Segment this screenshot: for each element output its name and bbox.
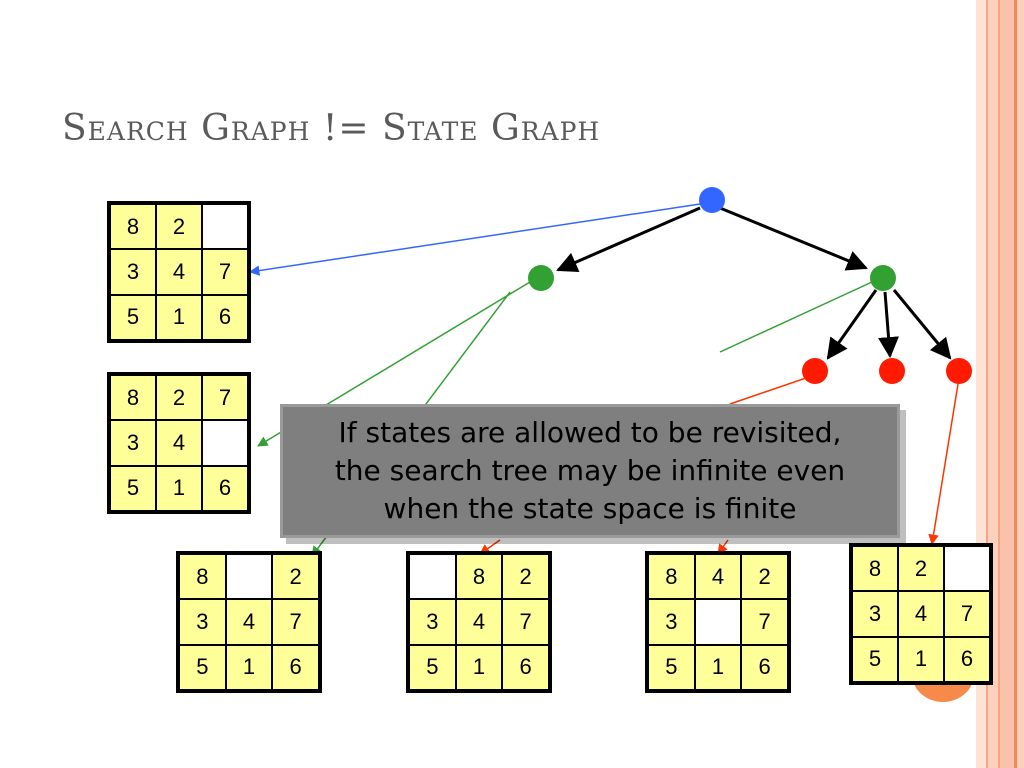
callout-line-1: If states are allowed to be revisited,	[338, 416, 842, 449]
map-edge-root	[248, 203, 701, 276]
puzzle-tile: 5	[649, 645, 694, 689]
puzzle-tile: 1	[157, 466, 201, 510]
puzzle-tile: 3	[180, 600, 225, 644]
puzzle-tile: 1	[899, 637, 943, 681]
puzzle-tile: 2	[157, 205, 201, 249]
puzzle-tile: 5	[111, 295, 155, 339]
puzzle-tile: 2	[503, 555, 548, 599]
level2-node-1	[802, 358, 828, 384]
puzzle-tile: 5	[410, 645, 455, 689]
puzzle-tile: 7	[503, 600, 548, 644]
puzzle-tile: 7	[203, 250, 247, 294]
puzzle-tile: 8	[853, 547, 897, 591]
puzzle-tile: 5	[180, 645, 225, 689]
puzzle-tile: 4	[899, 592, 943, 636]
puzzle-tile: 3	[649, 600, 694, 644]
puzzle-tile: 1	[695, 645, 741, 689]
puzzle-blank-cell	[945, 547, 989, 591]
puzzle-tile: 7	[945, 592, 989, 636]
puzzle-tile: 8	[111, 376, 155, 420]
level1-node-right	[870, 265, 896, 291]
puzzle-tile: 5	[853, 637, 897, 681]
root-node	[699, 187, 725, 213]
puzzle-tile: 1	[226, 645, 272, 689]
level1-node-left	[528, 265, 554, 291]
puzzle-tile: 2	[273, 555, 318, 599]
decorative-side-bands	[976, 0, 1024, 768]
puzzle-tile: 4	[157, 250, 201, 294]
tree-edge-root-right	[719, 206, 868, 271]
puzzle-tile: 2	[157, 376, 201, 420]
map-edge-red-1	[729, 377, 807, 405]
map-edge-right-green	[719, 281, 873, 353]
puzzle-blank-cell	[226, 555, 272, 599]
callout-line-2: the search tree may be infinite even	[334, 454, 846, 487]
level2-node-2	[879, 358, 905, 384]
puzzle-tile: 1	[456, 645, 502, 689]
puzzle-tile: 7	[273, 600, 318, 644]
puzzle-tile: 1	[157, 295, 201, 339]
puzzle-tile: 7	[742, 600, 787, 644]
map-edge-red-3	[928, 383, 959, 546]
puzzle-tile: 6	[503, 645, 548, 689]
callout-box: If states are allowed to be revisited, t…	[280, 404, 900, 538]
puzzle-tile: 3	[853, 592, 897, 636]
level2-node-3	[946, 358, 972, 384]
slide-title: Search Graph != State Graph	[62, 108, 601, 149]
puzzle-tile: 8	[649, 555, 694, 599]
puzzle-tile: 3	[111, 250, 155, 294]
puzzle-blank-cell	[695, 600, 741, 644]
tree-edge-root-left	[556, 206, 701, 273]
callout-line-3: when the state space is finite	[383, 492, 797, 525]
puzzle-tile: 3	[111, 421, 155, 465]
callout-text: If states are allowed to be revisited, t…	[335, 414, 845, 528]
puzzle-tile: 6	[945, 637, 989, 681]
tree-edge-right-child1	[826, 289, 878, 360]
puzzle-tile: 2	[742, 555, 787, 599]
puzzle-tile: 5	[111, 466, 155, 510]
puzzle-tile: 4	[456, 600, 502, 644]
puzzle-tile: 8	[180, 555, 225, 599]
puzzle-tile: 4	[695, 555, 741, 599]
puzzle-tile: 3	[410, 600, 455, 644]
puzzle-blank-cell	[203, 205, 247, 249]
puzzle-tile: 7	[203, 376, 247, 420]
puzzle-tile: 6	[273, 645, 318, 689]
puzzle-tile: 8	[456, 555, 502, 599]
puzzle-tile: 6	[742, 645, 787, 689]
puzzle-tile: 8	[111, 205, 155, 249]
puzzle-blank-cell	[203, 421, 247, 465]
tree-edge-right-child2	[878, 291, 899, 359]
puzzle-tile: 4	[226, 600, 272, 644]
puzzle-blank-cell	[410, 555, 455, 599]
puzzle-tile: 6	[203, 295, 247, 339]
tree-edge-right-child3	[892, 289, 952, 360]
puzzle-tile: 2	[899, 547, 943, 591]
puzzle-tile: 4	[157, 421, 201, 465]
puzzle-tile: 6	[203, 466, 247, 510]
